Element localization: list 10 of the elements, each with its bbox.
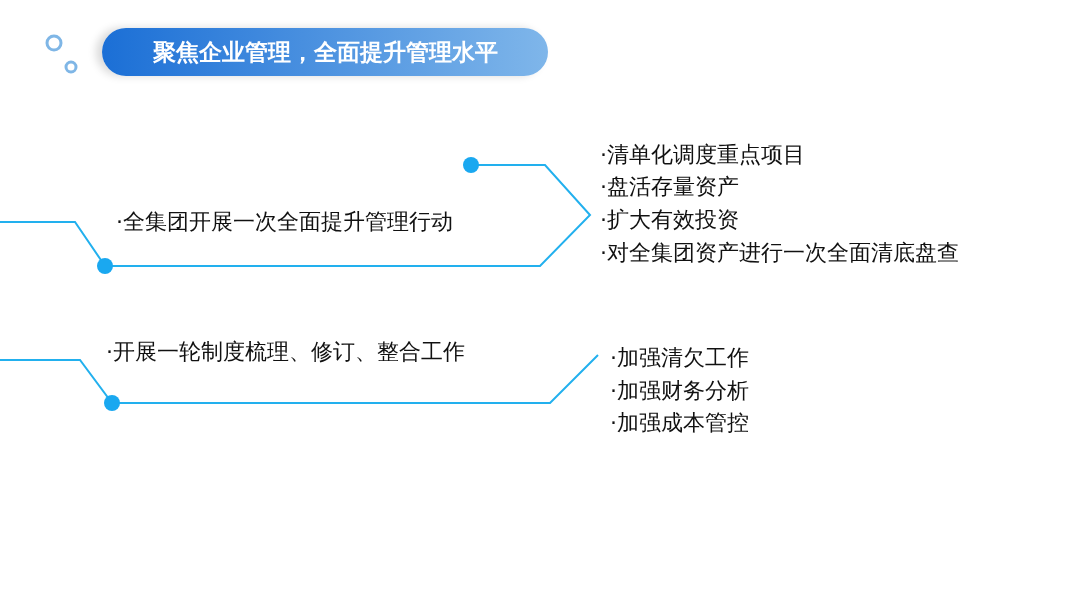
list-item: ·盘活存量资产 [600,174,739,200]
list-item: ·对全集团资产进行一次全面清底盘查 [600,240,959,266]
list-item: ·清单化调度重点项目 [600,142,805,168]
list-item: ·加强清欠工作 [610,345,749,371]
list-item: ·扩大有效投资 [600,207,739,233]
heading-text: ·全集团开展一次全面提升管理行动 [116,209,453,235]
title-banner: 聚焦企业管理，全面提升管理水平 [102,28,548,76]
heading-text: ·开展一轮制度梳理、修订、整合工作 [106,339,465,365]
list-item: ·加强财务分析 [610,378,749,404]
list-item: ·加强成本管控 [610,410,749,436]
